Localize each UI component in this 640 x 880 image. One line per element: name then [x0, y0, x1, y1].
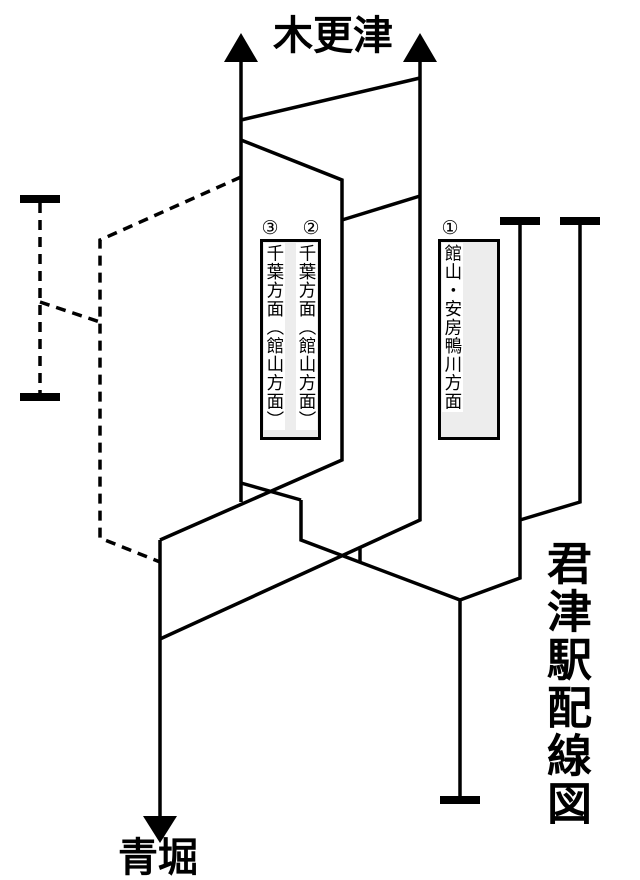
bumper-icon-left-bottom [20, 393, 60, 401]
destination-label-kisarazu: 木更津 [273, 14, 393, 58]
stub-track-2-line [519, 222, 582, 522]
up-arrow-icon-left [224, 33, 258, 62]
bumper-icon-left-top [20, 195, 60, 203]
page-title: 君津駅配線図 [540, 540, 591, 828]
crossover-track1-track2-line [341, 194, 421, 222]
branch-track3-siding-line [240, 481, 302, 502]
siding-to-bumper-line [299, 500, 462, 796]
platform-3-destination-label: 千葉方面（館山方面） [264, 243, 285, 430]
stub-track-1-line [459, 222, 522, 602]
up-arrow-icon-right [403, 33, 437, 62]
dashed-spur-link-line [39, 300, 101, 324]
bumper-icon-right-1 [500, 217, 540, 225]
platform-2-destination-label: 千葉方面（館山方面） [296, 243, 317, 430]
track-2-line [159, 138, 344, 542]
platform-number-3: ③ [261, 218, 279, 239]
down-arrow-icon [143, 816, 177, 843]
platform-island-2-3: 千葉方面（館山方面） 千葉方面（館山方面） [260, 239, 321, 440]
platform-1-destination-label: 館山・安房鴨川方面 [442, 243, 463, 412]
destination-label-aohori: 青堀 [118, 836, 198, 880]
bumper-icon-right-2 [560, 217, 600, 225]
platform-number-2: ② [302, 218, 320, 239]
track-up-main-line [159, 52, 422, 641]
platform-1: 館山・安房鴨川方面 [438, 239, 500, 440]
dashed-siding-line [98, 175, 242, 564]
top-crossover-line [240, 76, 421, 122]
platform-number-1: ① [441, 218, 459, 239]
bumper-icon-bottom [440, 796, 480, 804]
